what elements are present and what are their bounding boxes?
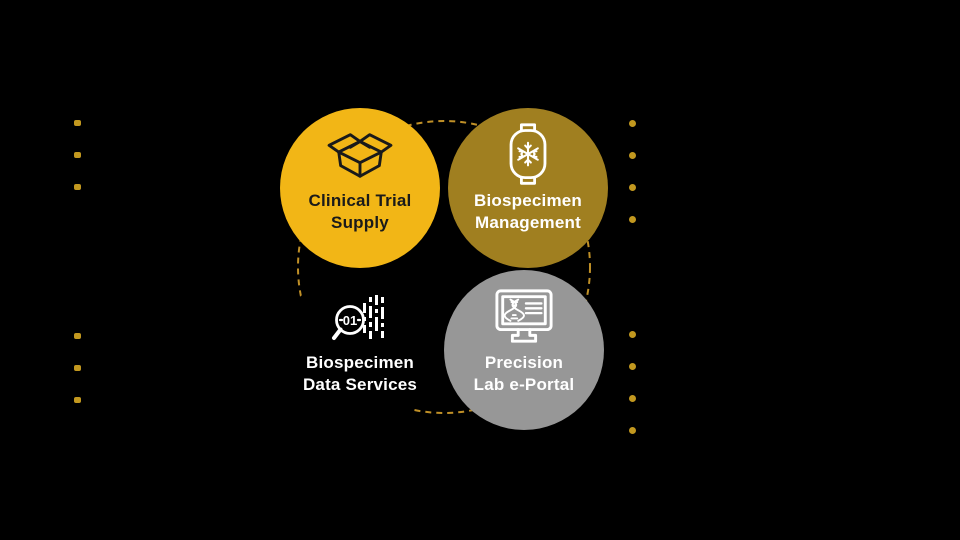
circle-precision-lab-eportal: Precision Lab e-Portal xyxy=(444,270,604,430)
circle-label-line1: Biospecimen xyxy=(473,191,582,210)
circle-biospecimen-management: Biospecimen Management xyxy=(448,108,608,268)
open-box-icon xyxy=(327,124,393,186)
cryo-container-icon xyxy=(507,123,549,186)
bullet-dot xyxy=(629,331,636,338)
circle-label-line2: Data Services xyxy=(302,375,418,394)
circle-label: Precision Lab e-Portal xyxy=(474,352,575,396)
lab-portal-monitor-icon xyxy=(491,286,557,348)
bullet-dot xyxy=(629,184,636,191)
circle-label-line1: Clinical Trial xyxy=(308,191,412,210)
circle-label-line2: Management xyxy=(475,213,581,232)
circle-clinical-trial-supply: Clinical Trial Supply xyxy=(280,108,440,268)
data-search-icon: 01 xyxy=(329,286,391,348)
dashed-connector-circle xyxy=(297,120,591,414)
bullet-dot xyxy=(629,363,636,370)
circle-label-line1: Precision xyxy=(484,353,564,372)
bullet-dot xyxy=(629,427,636,434)
circle-label: Biospecimen Management xyxy=(474,190,582,234)
bullet-dot xyxy=(74,333,81,339)
left-top-bullet-list xyxy=(74,120,81,190)
circle-label-line1: Biospecimen xyxy=(305,353,414,372)
bullet-dot xyxy=(74,365,81,371)
circle-label-line2: Lab e-Portal xyxy=(473,375,575,394)
left-bottom-bullet-list xyxy=(74,333,81,403)
bullet-dot xyxy=(629,120,636,127)
circle-label: Biospecimen Data Services xyxy=(303,352,417,396)
circle-label-line2: Supply xyxy=(331,213,389,232)
bullet-dot xyxy=(629,216,636,223)
bullet-dot xyxy=(74,120,81,126)
right-top-bullet-list xyxy=(629,120,636,223)
circle-label: Clinical Trial Supply xyxy=(309,190,412,234)
bullet-dot xyxy=(74,184,81,190)
bullet-dot xyxy=(629,152,636,159)
right-bottom-bullet-list xyxy=(629,331,636,434)
svg-text:01: 01 xyxy=(343,313,357,328)
bullet-dot xyxy=(74,152,81,158)
circle-biospecimen-data-services: 01 Biospecimen Data Services xyxy=(280,270,440,430)
bullet-dot xyxy=(629,395,636,402)
bullet-dot xyxy=(74,397,81,403)
